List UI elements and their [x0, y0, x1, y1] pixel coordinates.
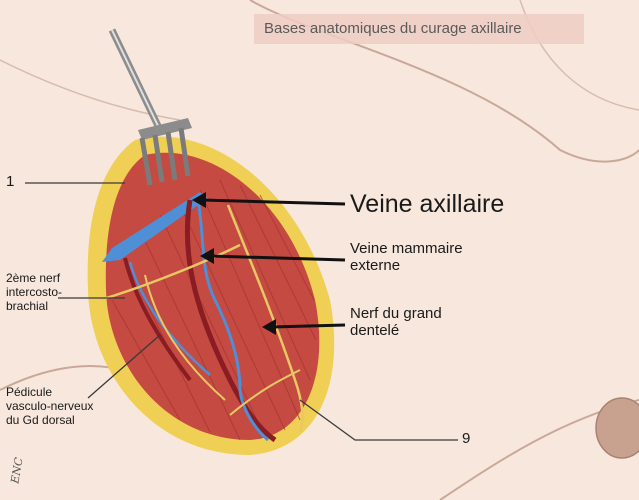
nerve-branch [229, 369, 301, 416]
label-veine-mammaire: Veine mammaire externe [350, 240, 463, 275]
label-number-1: 1 [6, 173, 15, 190]
intercostobrachial-nerve [99, 243, 241, 302]
leader-pedicule [87, 334, 161, 399]
arrow-veine-axillaire [201, 198, 346, 206]
label-veine-axillaire: Veine axillaire [350, 190, 505, 218]
label-pedicule: Pédicule vasculo-nerveux du Gd dorsal [6, 385, 94, 427]
leader-9 [299, 399, 458, 441]
retractor [108, 28, 192, 186]
label-nerf-intercosto: 2ème nerf intercosto- brachial [6, 271, 63, 313]
long-thoracic-nerve [226, 204, 304, 433]
pedicle-vein [128, 261, 211, 376]
red-vessel [184, 199, 277, 443]
skin-contour-chest [0, 59, 181, 121]
label-nerf-dentele: Nerf du grand dentelé [350, 305, 442, 340]
axillary-vein [102, 192, 208, 262]
arrows [192, 192, 346, 335]
muscle-striations [111, 179, 317, 441]
leader-lines [25, 182, 458, 441]
label-number-9: 9 [462, 430, 471, 447]
thoracodorsal-nerve [144, 274, 226, 401]
figure-title: Bases anatomiques du curage axillaire [254, 14, 584, 44]
pedicle-artery [123, 257, 192, 382]
nipple [595, 397, 639, 459]
arrow-nerf-dentele [271, 323, 346, 329]
external-mammary-vein [196, 199, 269, 442]
arrow-veine-mammaire [209, 254, 346, 262]
